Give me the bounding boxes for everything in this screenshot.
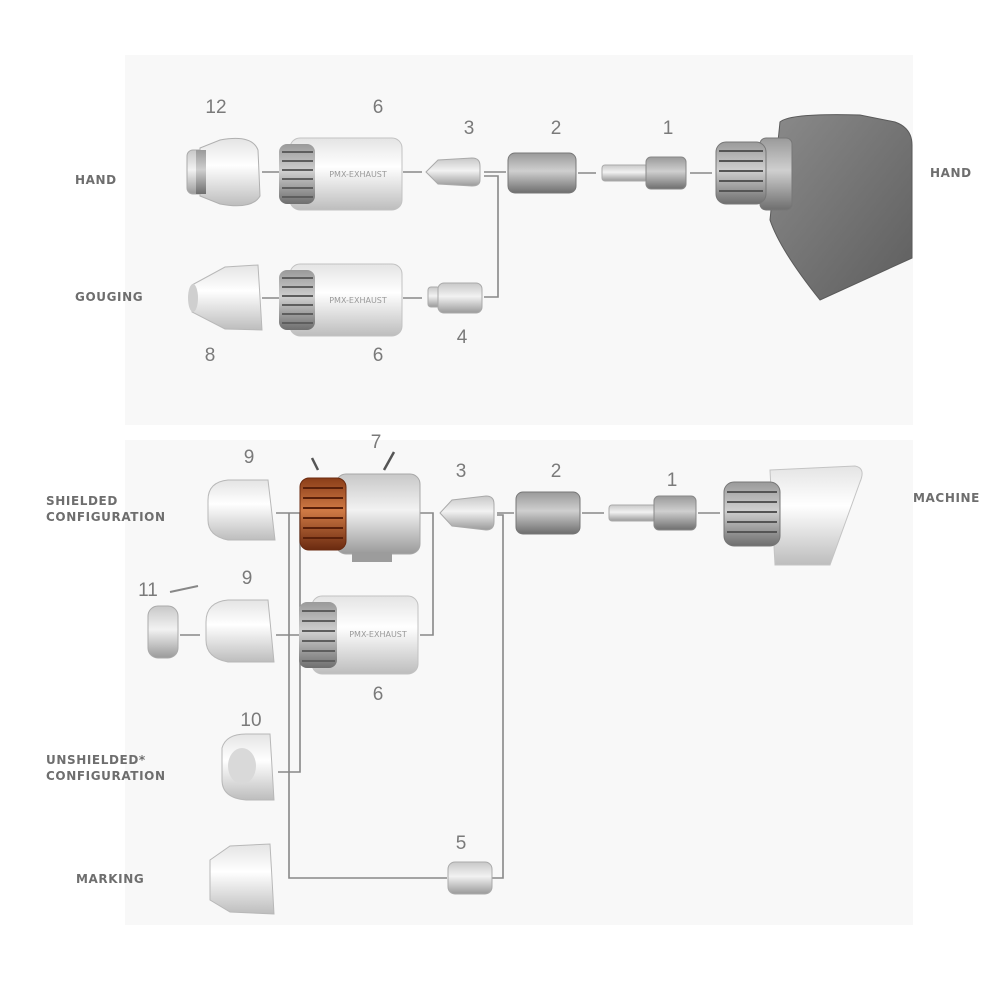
num-machine-swirl-ring: 2: [550, 461, 562, 482]
num-clip: 11: [138, 580, 158, 601]
unshielded-deflector-part: [221, 733, 275, 801]
label-shielded: SHIELDED CONFIGURATION: [46, 493, 166, 525]
label-gouging: GOUGING: [75, 290, 144, 304]
label-shielded-line1: SHIELDED: [46, 494, 118, 508]
num-gouging-shield: 8: [204, 345, 216, 366]
num-machine-ohmic-cap: 7: [370, 432, 382, 453]
machine-retaining-cap-part: PMX-EXHAUST: [299, 595, 419, 675]
gouging-nozzle-part: [427, 282, 483, 314]
num-machine-nozzle: 3: [455, 461, 467, 482]
num-hand-retaining-cap: 6: [372, 97, 384, 118]
label-marking: MARKING: [76, 872, 145, 886]
gouging-cap-text: PMX-EXHAUST: [329, 296, 387, 305]
label-unshielded-line2: CONFIGURATION: [46, 769, 166, 783]
hand-swirl-ring-part: [507, 152, 577, 194]
machine-nozzle-part: [439, 495, 495, 531]
num-machine-retaining-cap: 6: [372, 684, 384, 705]
hand-cap-text: PMX-EXHAUST: [329, 170, 387, 179]
machine-ohmic-cap-part: [299, 451, 421, 562]
marking-nozzle-part: [447, 861, 493, 895]
connector-lines: [180, 171, 720, 879]
machine-electrode-part: [608, 495, 697, 531]
marking-shield-part: [209, 843, 275, 915]
num-gouging-nozzle: 4: [456, 327, 468, 348]
num-machine-electrode: 1: [666, 470, 678, 491]
num-marking-nozzle: 5: [455, 833, 467, 854]
machine-shield-9b-part: [205, 599, 275, 663]
num-hand-shield: 12: [205, 97, 227, 118]
label-shielded-line2: CONFIGURATION: [46, 510, 166, 524]
label-machine: MACHINE: [913, 491, 980, 505]
hand-torch-body: [715, 114, 913, 301]
machine-swirl-ring-part: [515, 491, 581, 535]
hand-nozzle-part: [425, 157, 481, 187]
clip-part: [147, 585, 199, 659]
hand-shield-part: [186, 137, 261, 207]
num-machine-shield: 9: [243, 447, 255, 468]
machine-torch-body: [723, 465, 863, 566]
label-unshielded-line1: UNSHIELDED*: [46, 753, 146, 767]
label-unshielded: UNSHIELDED* CONFIGURATION: [46, 752, 166, 784]
label-hand-right: HAND: [930, 166, 972, 180]
hand-electrode-part: [601, 156, 687, 190]
hand-retaining-cap-part: PMX-EXHAUST: [279, 137, 403, 211]
label-hand-left: HAND: [75, 173, 117, 187]
machine-shield-part: [207, 479, 276, 541]
machine-cap-text: PMX-EXHAUST: [349, 630, 407, 639]
num-hand-electrode: 1: [662, 118, 674, 139]
num-machine-shield-9b: 9: [241, 568, 253, 589]
num-gouging-retaining-cap: 6: [372, 345, 384, 366]
gouging-shield-part: [188, 264, 263, 331]
gouging-retaining-cap-part: PMX-EXHAUST: [279, 263, 403, 337]
num-unshielded-deflector: 10: [240, 710, 262, 731]
num-hand-swirl-ring: 2: [550, 118, 562, 139]
num-hand-nozzle: 3: [463, 118, 475, 139]
